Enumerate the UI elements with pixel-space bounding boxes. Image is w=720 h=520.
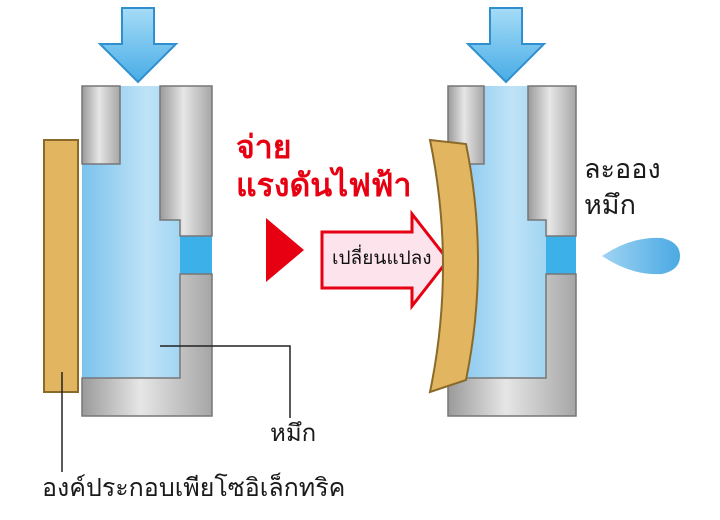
nozzle-outlet-before <box>180 236 212 274</box>
piezo-element-before <box>43 139 79 393</box>
ink-droplet-line1: ละออง <box>584 154 661 185</box>
deform-arrow <box>320 209 450 311</box>
chamber-before <box>43 7 213 417</box>
ink-droplet-label: ละออง หมึก <box>584 152 661 224</box>
pressure-arrow-before <box>97 7 179 84</box>
voltage-triangle <box>266 218 304 282</box>
ink-droplet-line2: หมึก <box>584 190 636 221</box>
apply-voltage-line2: แรงดันไฟฟ้า <box>236 166 412 204</box>
chamber-after <box>428 7 577 417</box>
chamber-walls-before <box>81 85 213 417</box>
ink-label: หมึก <box>270 419 317 447</box>
piezo-element-after <box>428 138 479 394</box>
deform-label: เปลี่ยนแปลง <box>332 247 432 269</box>
ink-callout-line <box>160 345 291 418</box>
pressure-arrow-after <box>465 7 547 84</box>
apply-voltage-line1: จ่าย <box>236 128 292 166</box>
nozzle-outlet-after <box>546 236 576 274</box>
piezo-element-label: องค์ประกอบเพียโซอิเล็กทริค <box>42 473 346 502</box>
apply-voltage-label: จ่าย แรงดันไฟฟ้า <box>236 128 411 204</box>
ink-droplet <box>602 237 680 275</box>
chamber-walls-after <box>447 85 577 417</box>
